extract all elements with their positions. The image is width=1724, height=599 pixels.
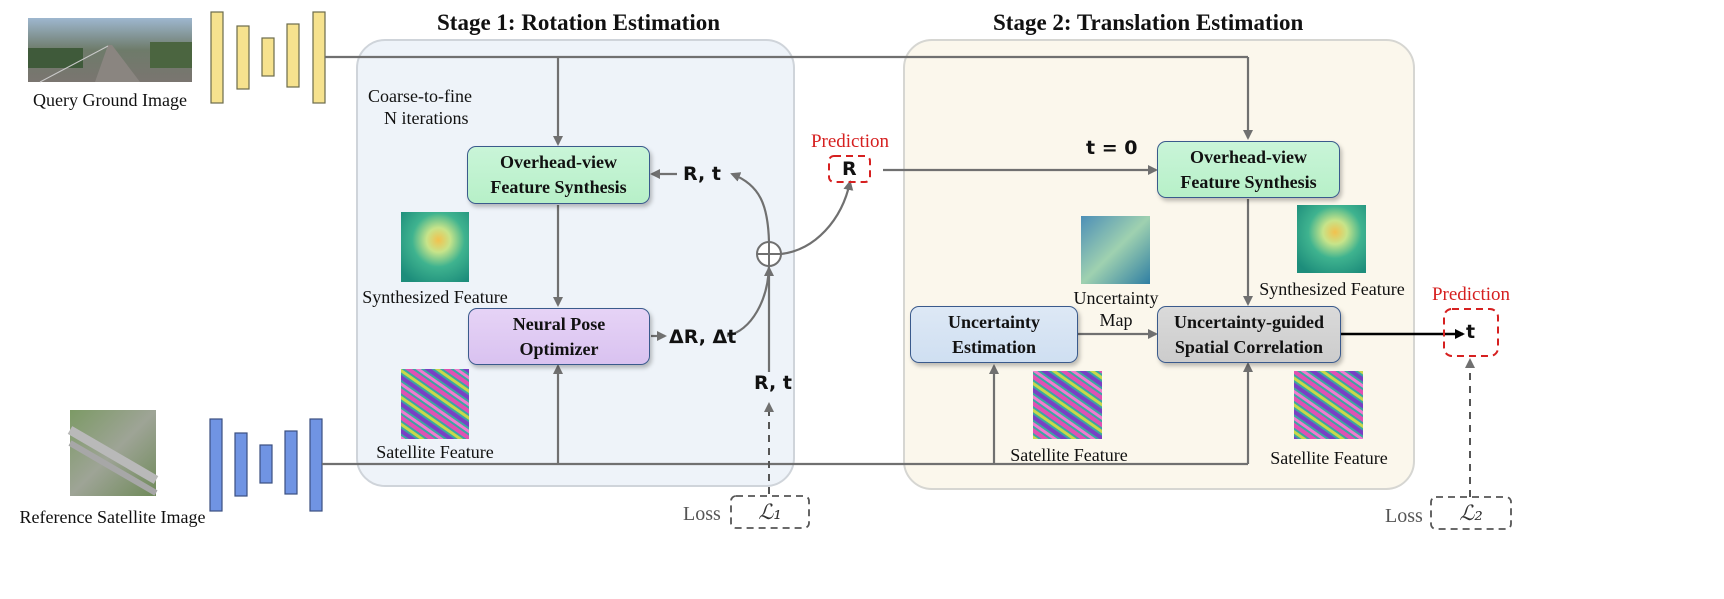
satellite-image-label: Reference Satellite Image bbox=[19, 507, 206, 527]
prediction-R-symbol: R bbox=[842, 158, 857, 180]
uncertainty-map-label-line2: Map bbox=[1099, 310, 1133, 330]
uncertainty-estimation: Uncertainty Estimation bbox=[910, 306, 1078, 363]
prediction-t-symbol: t bbox=[1466, 321, 1476, 343]
ovfs2-line2: Feature Synthesis bbox=[1180, 171, 1317, 192]
ovfs1-line1: Overhead-view bbox=[500, 152, 617, 172]
stage1-title: Stage 1: Rotation Estimation bbox=[437, 10, 721, 35]
ugsc-line1: Uncertainty-guided bbox=[1174, 311, 1324, 332]
plus-to-rt-curve bbox=[730, 172, 771, 243]
satellite-encoder bbox=[209, 418, 323, 512]
loss2-symbol: ℒ₂ bbox=[1459, 501, 1483, 525]
unc-line2: Estimation bbox=[951, 336, 1036, 357]
ground-encoder bbox=[210, 11, 326, 104]
plus-to-prediction-curve bbox=[780, 180, 854, 256]
ground-image-label: Query Ground Image bbox=[33, 90, 187, 110]
delta-rt-label: ΔR, Δt bbox=[669, 326, 737, 348]
satellite-feature-label-2a: Satellite Feature bbox=[1010, 445, 1128, 465]
uncertainty-map-label-line1: Uncertainty bbox=[1073, 288, 1159, 308]
uncertainty-map-thumb bbox=[1081, 216, 1150, 284]
loss1-box bbox=[730, 495, 810, 529]
satellite-feature-thumb-1 bbox=[401, 369, 469, 439]
npo-line2: Optimizer bbox=[519, 338, 599, 359]
query-ground-image bbox=[28, 18, 192, 83]
loss2-box bbox=[1430, 496, 1512, 530]
prediction-R-box bbox=[828, 155, 871, 183]
satellite-feature-thumb-2b bbox=[1294, 371, 1363, 439]
overhead-view-feature-synthesis-2: Overhead-view Feature Synthesis bbox=[1157, 141, 1340, 198]
synthesized-feature-thumb-1 bbox=[401, 212, 469, 282]
synthesized-feature-label-1: Synthesized Feature bbox=[362, 287, 508, 307]
unc-line1: Uncertainty bbox=[948, 311, 1040, 332]
t-zero-label: t = 0 bbox=[1086, 137, 1138, 159]
rt-bottom-label: R, t bbox=[754, 372, 792, 394]
satellite-feature-label-2b: Satellite Feature bbox=[1270, 448, 1388, 468]
synthesized-feature-thumb-2 bbox=[1297, 205, 1366, 273]
overhead-view-feature-synthesis-1: Overhead-view Feature Synthesis bbox=[467, 146, 650, 204]
ovfs2-line1: Overhead-view bbox=[1190, 146, 1307, 167]
npo-line1: Neural Pose bbox=[512, 313, 606, 334]
coarse-to-fine-note-line2: N iterations bbox=[384, 108, 469, 128]
ovfs1-line2: Feature Synthesis bbox=[490, 177, 627, 197]
uncertainty-guided-spatial-correlation: Uncertainty-guided Spatial Correlation bbox=[1157, 306, 1341, 363]
prediction-label-2: Prediction bbox=[1431, 284, 1511, 305]
stage2-title: Stage 2: Translation Estimation bbox=[993, 10, 1304, 35]
coarse-to-fine-note-line1: Coarse-to-fine bbox=[368, 86, 472, 106]
prediction-t-box bbox=[1443, 308, 1499, 357]
loss1-symbol: ℒ₁ bbox=[758, 500, 782, 524]
reference-satellite-image bbox=[67, 410, 159, 496]
satellite-feature-thumb-2a bbox=[1033, 371, 1102, 439]
satellite-feature-label-1: Satellite Feature bbox=[376, 442, 494, 462]
loss1-word: Loss bbox=[683, 503, 721, 525]
pose-compose-plus-icon bbox=[756, 241, 782, 267]
ugsc-line2: Spatial Correlation bbox=[1174, 336, 1324, 357]
loss2-word: Loss bbox=[1385, 505, 1423, 527]
synthesized-feature-label-2: Synthesized Feature bbox=[1259, 279, 1405, 299]
neural-pose-optimizer: Neural Pose Optimizer bbox=[468, 308, 650, 365]
prediction-label-1: Prediction bbox=[810, 131, 890, 152]
rt-top-label: R, t bbox=[683, 163, 721, 185]
